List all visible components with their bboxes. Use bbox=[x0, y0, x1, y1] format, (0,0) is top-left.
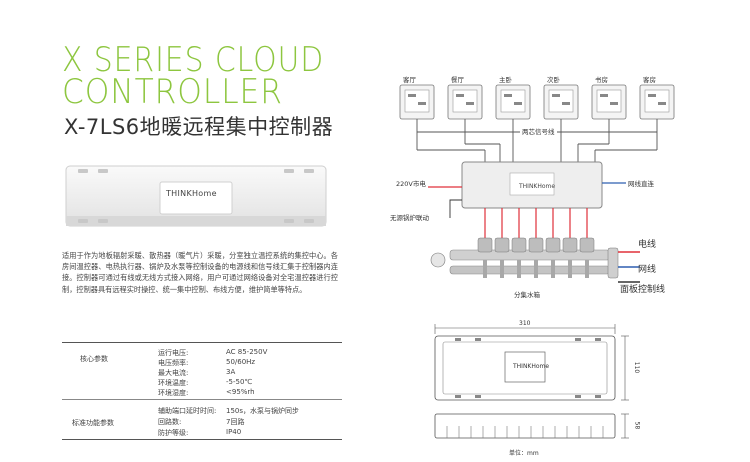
spec-value: 3A bbox=[226, 368, 236, 376]
spec-value: <95%rh bbox=[226, 388, 255, 396]
dimension-depth: 58 bbox=[633, 421, 641, 430]
spec-value: 150s，水泵与锅炉同步 bbox=[226, 407, 300, 415]
spec-name: 最大电流: bbox=[158, 369, 189, 377]
room-label: 次卧 bbox=[547, 76, 560, 84]
spec-name: 运行电压: bbox=[158, 349, 189, 357]
room-label: 主卧 bbox=[499, 76, 512, 84]
legend-power: 电线 bbox=[638, 240, 657, 250]
room-label: 客房 bbox=[643, 76, 656, 84]
spec-value: 7回路 bbox=[226, 418, 245, 426]
dimension-height: 110 bbox=[633, 361, 641, 374]
room-label: 书房 bbox=[595, 76, 608, 84]
spec-name: 防护等级: bbox=[158, 429, 189, 437]
spec-name: 环境湿度: bbox=[158, 389, 189, 397]
product-brand-label: THINKHome bbox=[166, 189, 217, 198]
title-line-1: X SERIES CLOUD bbox=[62, 40, 325, 80]
spec-name: 电压频率: bbox=[158, 359, 189, 367]
drawing-brand-label: THINKHome bbox=[513, 363, 550, 370]
spec-value: 50/60Hz bbox=[226, 358, 256, 366]
spec-value: IP40 bbox=[226, 428, 242, 436]
legend-network: 网线 bbox=[638, 265, 657, 275]
signal-line-label: 两芯信号线 bbox=[520, 126, 557, 136]
specs-standard-label: 标准功能参数 bbox=[72, 419, 114, 427]
product-description: 适用于作为地板辐射采暖、散热器（暖气片）采暖，分室独立温控系统的集控中心。各房间… bbox=[62, 251, 338, 294]
room-label: 客厅 bbox=[403, 76, 416, 84]
legend-panel: 面板控制线 bbox=[620, 285, 666, 295]
boiler-link-label: 无源锅炉联动 bbox=[390, 214, 429, 222]
spec-name: 辅助端口延时时间: bbox=[158, 407, 217, 415]
dimension-drawing: 310 110 58 单位：mm THINKHome bbox=[425, 318, 655, 458]
spec-value: AC 85-250V bbox=[226, 348, 268, 356]
spec-value: -5-50℃ bbox=[226, 378, 253, 386]
product-photo: THINKHome bbox=[64, 160, 328, 232]
diagram-brand-label: THINKHome bbox=[519, 183, 556, 190]
title-line-2: CONTROLLER bbox=[62, 72, 283, 112]
spec-name: 回路数: bbox=[158, 418, 182, 426]
specs-core-label: 核心参数 bbox=[80, 355, 108, 363]
manifold-label: 分集水箱 bbox=[514, 291, 540, 299]
power-line-label: 220V市电 bbox=[396, 180, 426, 188]
dimension-unit: 单位：mm bbox=[509, 450, 539, 457]
room-label: 餐厅 bbox=[451, 76, 464, 84]
spec-name: 环境温度: bbox=[158, 379, 189, 387]
network-line-label: 网线直连 bbox=[628, 180, 654, 188]
product-subtitle: X-7LS6地暖远程集中控制器 bbox=[64, 115, 334, 139]
wiring-diagram: 客厅 餐厅 主卧 次卧 书房 客房 两芯信号线 220V市电 网线直连 无源锅炉… bbox=[390, 70, 690, 305]
dimension-width: 310 bbox=[519, 320, 531, 327]
